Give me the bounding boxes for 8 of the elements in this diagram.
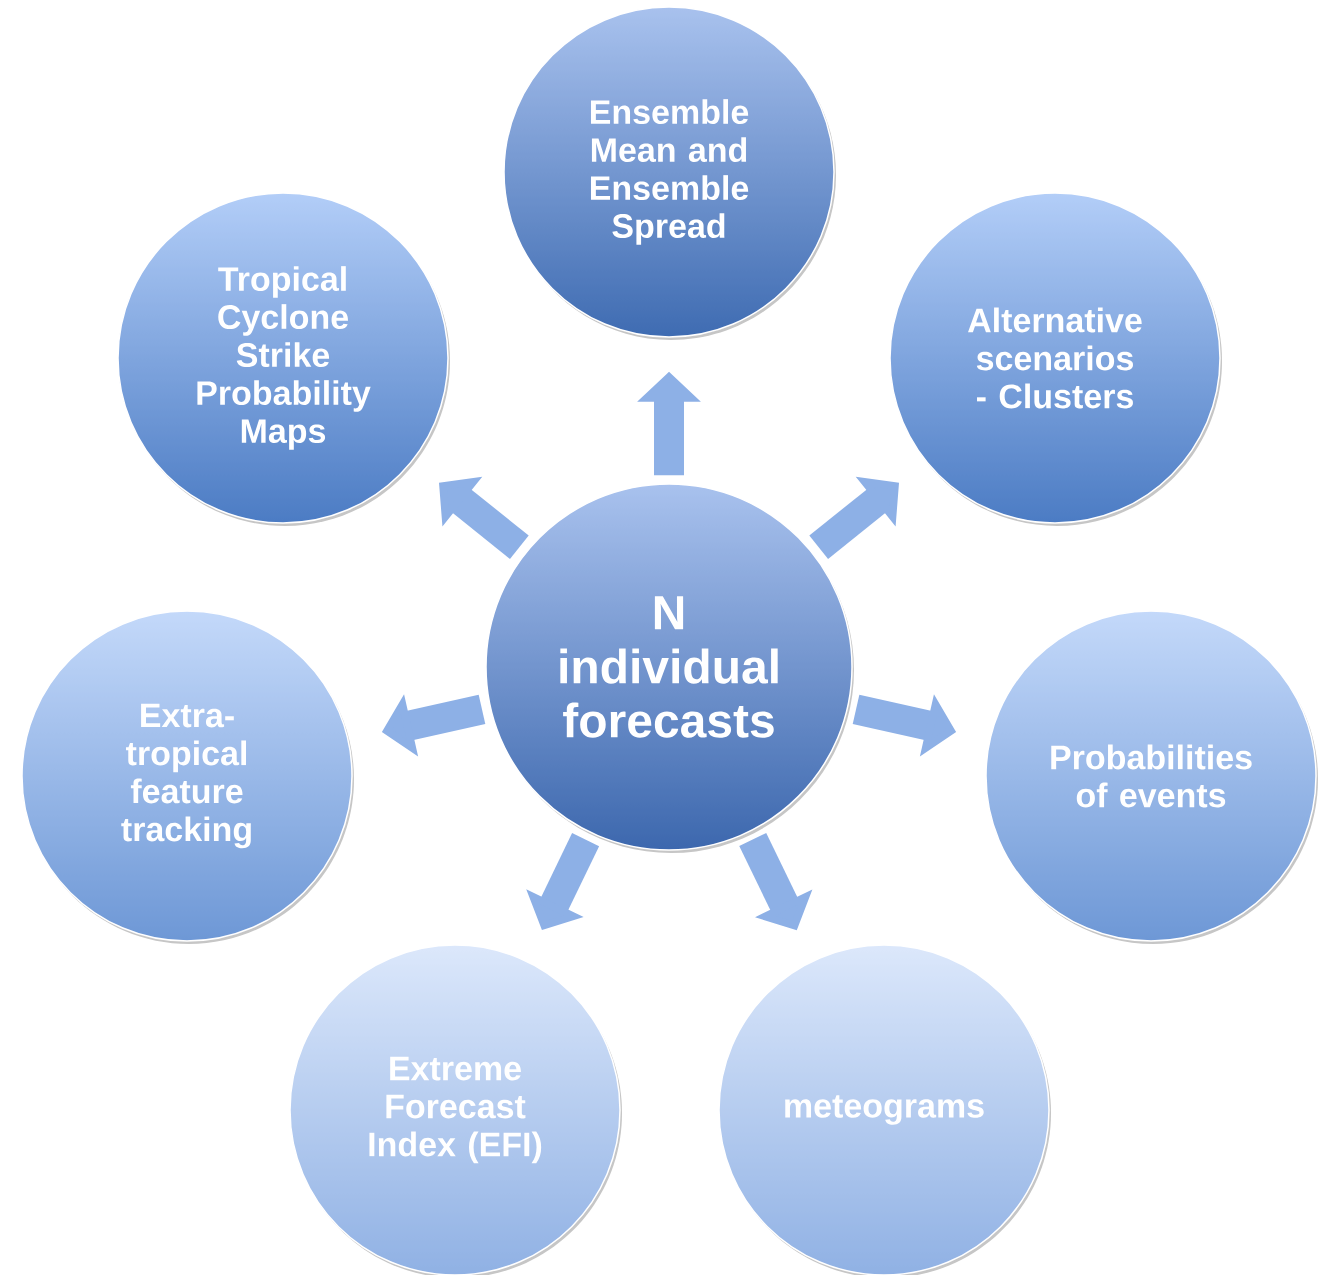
circle-node: meteograms <box>718 944 1051 1275</box>
circle-node: Probabilities of events <box>985 610 1318 944</box>
circle-node: Ensemble Mean and Ensemble Spread <box>503 6 836 340</box>
circle-node: Alternative scenarios - Clusters <box>889 192 1222 526</box>
circle-node: N individual forecasts <box>485 483 854 853</box>
circle-node: Extreme Forecast Index (EFI) <box>289 944 622 1275</box>
circle-node: Tropical Cyclone Strike Probability Maps <box>117 192 450 526</box>
circle-node: Extra-tropical feature tracking <box>21 610 354 944</box>
